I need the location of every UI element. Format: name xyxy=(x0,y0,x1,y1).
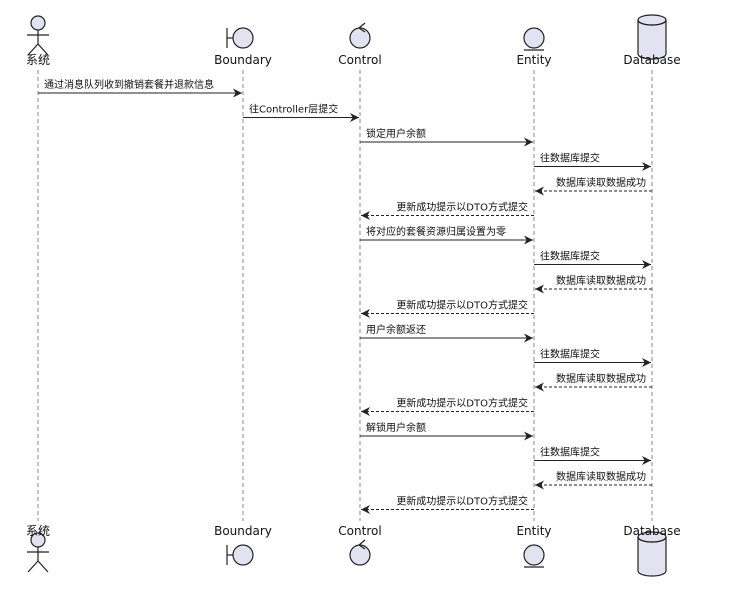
message-label: 更新成功提示以DTO方式提交 xyxy=(396,397,528,410)
participant-bnd-bottom: Boundary xyxy=(214,524,272,566)
participant-heads: 系统系统BoundaryBoundaryControlControlEntity… xyxy=(26,14,681,577)
message-12: 往数据库提交 xyxy=(534,348,651,367)
message-2: 往Controller层提交 xyxy=(243,103,359,122)
participant-ent-bottom: Entity xyxy=(516,524,552,568)
message-9: 数据库读取数据成功 xyxy=(535,274,652,294)
message-label: 数据库读取数据成功 xyxy=(556,372,646,385)
participant-ctl-bottom: Control xyxy=(338,524,382,566)
participant-name: Database xyxy=(623,524,680,538)
participant-db-top: Database xyxy=(623,14,681,67)
message-11: 用户余额返还 xyxy=(360,323,533,343)
actor-icon xyxy=(27,15,49,56)
message-label: 往数据库提交 xyxy=(540,250,600,263)
message-label: 更新成功提示以DTO方式提交 xyxy=(396,299,528,312)
message-label: 往Controller层提交 xyxy=(249,103,338,116)
message-label: 更新成功提示以DTO方式提交 xyxy=(396,495,528,508)
entity-icon xyxy=(523,27,545,51)
lifelines xyxy=(37,70,653,521)
message-label: 解锁用户余额 xyxy=(366,421,426,434)
message-3: 锁定用户余额 xyxy=(360,127,533,147)
actor-icon xyxy=(27,532,49,573)
participant-sys-bottom: 系统 xyxy=(26,524,50,573)
boundary-icon xyxy=(226,27,254,49)
participant-name: 系统 xyxy=(26,53,50,67)
participant-ctl-top: Control xyxy=(338,22,382,67)
message-label: 用户余额返还 xyxy=(366,323,426,336)
message-label: 将对应的套餐资源归属设置为零 xyxy=(366,225,506,238)
message-label: 更新成功提示以DTO方式提交 xyxy=(396,201,528,214)
message-16: 往数据库提交 xyxy=(534,446,651,465)
message-4: 往数据库提交 xyxy=(534,152,651,171)
control-icon xyxy=(349,22,371,49)
message-17: 数据库读取数据成功 xyxy=(535,470,652,490)
participant-name: Control xyxy=(338,524,381,538)
participant-name: Entity xyxy=(516,53,551,67)
message-label: 数据库读取数据成功 xyxy=(556,274,646,287)
entity-icon xyxy=(523,544,545,568)
message-14: 更新成功提示以DTO方式提交 xyxy=(361,397,534,416)
message-label: 数据库读取数据成功 xyxy=(556,470,646,483)
message-label: 往数据库提交 xyxy=(540,152,600,165)
participant-name: Control xyxy=(338,53,381,67)
participant-name: Database xyxy=(623,53,680,67)
message-8: 往数据库提交 xyxy=(534,250,651,269)
control-icon xyxy=(349,539,371,566)
participant-name: Boundary xyxy=(214,524,272,538)
message-18: 更新成功提示以DTO方式提交 xyxy=(361,495,534,514)
message-7: 将对应的套餐资源归属设置为零 xyxy=(360,225,533,245)
participant-name: Boundary xyxy=(214,53,272,67)
database-icon xyxy=(637,531,667,577)
boundary-icon xyxy=(226,544,254,566)
database-icon xyxy=(637,14,667,60)
message-label: 往数据库提交 xyxy=(540,446,600,459)
participant-name: Entity xyxy=(516,524,551,538)
participant-ent-top: Entity xyxy=(516,27,552,67)
participant-name: 系统 xyxy=(26,524,50,538)
message-label: 通过消息队列收到撤销套餐并退款信息 xyxy=(44,78,214,91)
message-10: 更新成功提示以DTO方式提交 xyxy=(361,299,534,318)
message-6: 更新成功提示以DTO方式提交 xyxy=(361,201,534,220)
message-5: 数据库读取数据成功 xyxy=(535,176,652,196)
message-13: 数据库读取数据成功 xyxy=(535,372,652,392)
participant-sys-top: 系统 xyxy=(26,15,50,67)
message-label: 锁定用户余额 xyxy=(366,127,426,140)
message-15: 解锁用户余额 xyxy=(360,421,533,441)
message-1: 通过消息队列收到撤销套餐并退款信息 xyxy=(38,78,242,98)
participant-db-bottom: Database xyxy=(623,524,681,577)
messages: 通过消息队列收到撤销套餐并退款信息往Controller层提交锁定用户余额往数据… xyxy=(38,78,652,514)
message-label: 数据库读取数据成功 xyxy=(556,176,646,189)
message-label: 往数据库提交 xyxy=(540,348,600,361)
participant-bnd-top: Boundary xyxy=(214,27,272,67)
